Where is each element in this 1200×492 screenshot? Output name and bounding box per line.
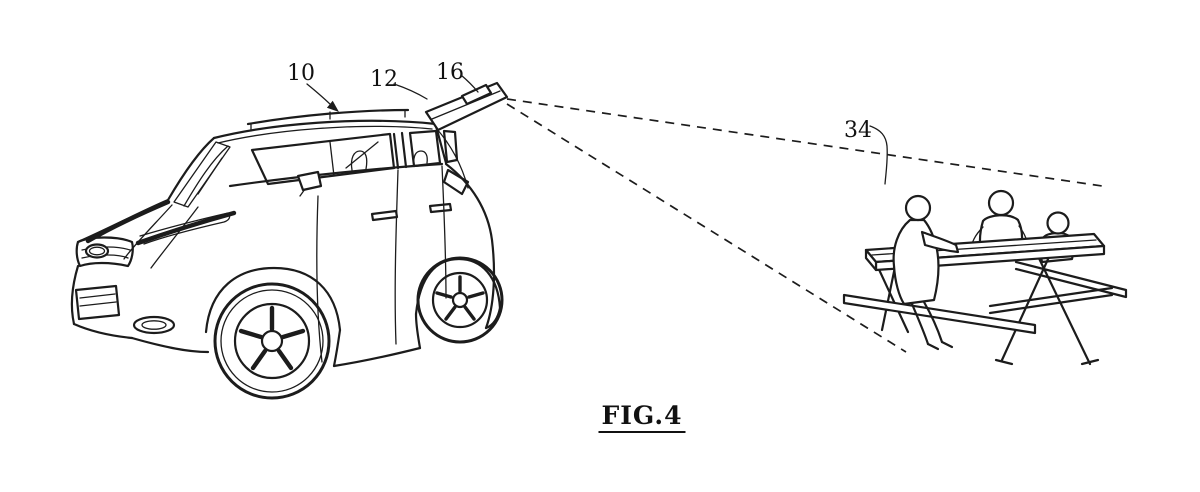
person-left-arm (920, 230, 960, 254)
beam-lower-edge (506, 103, 907, 353)
fog-lamp (132, 315, 176, 335)
label-16-group: 16 (436, 60, 479, 93)
label-34: 34 (844, 118, 872, 143)
reference-labels: 10 12 16 34 (287, 60, 888, 185)
car-body (70, 108, 502, 368)
roof-rail (246, 108, 410, 132)
liftgate (424, 81, 509, 132)
front-door-handle (370, 209, 399, 222)
windows (173, 129, 459, 208)
person-left (892, 194, 960, 351)
picnic-scene (842, 189, 1128, 366)
person-right-head (1046, 211, 1070, 235)
rear-door-handle (428, 202, 453, 214)
brand-badge (84, 243, 110, 259)
label-34-group: 34 (844, 118, 888, 185)
label-12: 12 (370, 67, 398, 92)
near-bench (842, 293, 1037, 335)
rear-wheel (416, 256, 504, 344)
label-10-arrowhead (326, 100, 339, 112)
label-12-leader (393, 83, 428, 100)
label-16-leader (460, 74, 479, 93)
label-12-group: 12 (370, 67, 428, 100)
beam-upper-edge (506, 98, 1103, 187)
taillight (442, 168, 470, 196)
front-wheel (213, 282, 331, 400)
person-left-head (904, 194, 932, 222)
far-bench (1014, 260, 1128, 299)
person-middle-head (987, 189, 1015, 217)
projector-module (460, 83, 493, 106)
label-10-group: 10 (287, 61, 339, 112)
figure-caption: FIG.4 (598, 401, 686, 433)
grille (75, 236, 134, 268)
label-16: 16 (436, 60, 464, 85)
label-10-leader (306, 83, 334, 108)
projection-beam (506, 98, 1103, 353)
label-10: 10 (287, 61, 315, 86)
vehicle-drawing (70, 81, 509, 400)
label-34-leader (869, 125, 888, 185)
side-mirror (296, 170, 323, 197)
